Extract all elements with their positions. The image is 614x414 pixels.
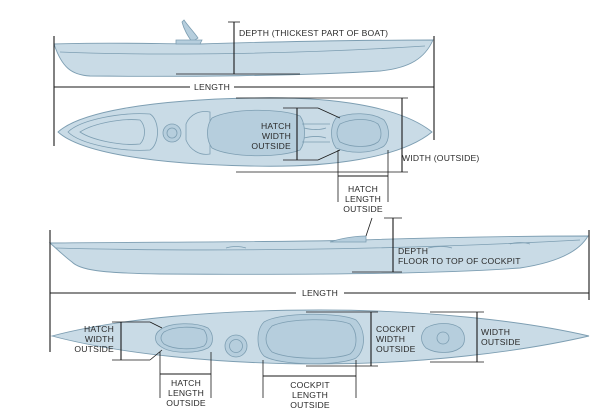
kayak2-cockpit-width-label-1: COCKPIT	[376, 324, 416, 334]
kayak2-length-label: LENGTH	[302, 288, 338, 298]
kayak1-depth-dimension	[176, 21, 300, 75]
kayak1-width-dimension	[236, 97, 408, 173]
kayak1-hatch-length-label-2: LENGTH	[345, 194, 381, 204]
kayak1-hatch-length-label-1: HATCH	[348, 184, 378, 194]
kayak2-top-view	[50, 309, 590, 365]
kayak2-depth-label-2: FLOOR TO TOP OF COCKPIT	[398, 256, 521, 266]
kayak1-hatch-length-label-3: OUTSIDE	[343, 204, 383, 214]
kayak2-hatch-length-dimension	[159, 352, 212, 398]
kayak1-depth-label: DEPTH (THICKEST PART OF BOAT)	[239, 28, 388, 38]
kayak1-width-label: WIDTH (OUTSIDE)	[402, 153, 479, 163]
kayak1-length-dimension	[53, 36, 435, 146]
kayak2-hatch-width-label-2: WIDTH	[85, 334, 114, 344]
kayak2-cockpit-length-label-3: OUTSIDE	[290, 400, 330, 410]
kayak2-depth-dimension	[352, 217, 402, 273]
kayak1-hatch-width-dimension	[283, 107, 341, 161]
kayak2-cockpit-length-label-2: LENGTH	[292, 390, 328, 400]
kayak2-hatch-length-label-3: OUTSIDE	[166, 398, 206, 408]
kayak1-top-view	[57, 97, 433, 167]
kayak2-cockpit-width-dimension	[306, 311, 378, 367]
kayak2-hatch-length-label-2: LENGTH	[168, 388, 204, 398]
kayak2-width-dimension	[430, 311, 484, 363]
kayak1-hatch-width-label-3: OUTSIDE	[251, 141, 291, 151]
kayak2-hatch-length-label-1: HATCH	[171, 378, 201, 388]
kayak2-width-label-2: OUTSIDE	[481, 337, 521, 347]
kayak2-cockpit-width-label-2: WIDTH	[376, 334, 405, 344]
kayak1-side-view	[53, 19, 434, 77]
kayak2-width-label-1: WIDTH	[481, 327, 510, 337]
kayak2-hatch-width-label-3: OUTSIDE	[74, 344, 114, 354]
kayak1-length-label: LENGTH	[194, 82, 230, 92]
kayak2-depth-label-1: DEPTH	[398, 246, 428, 256]
kayak1-hatch-width-label-2: WIDTH	[262, 131, 291, 141]
kayak2-hatch-width-label-1: HATCH	[84, 324, 114, 334]
kayak2-cockpit-length-label-1: COCKPIT	[290, 380, 330, 390]
kayak2-cockpit-width-label-3: OUTSIDE	[376, 344, 416, 354]
kayak1-hatch-length-dimension	[337, 150, 389, 202]
kayak2-hatch-width-dimension	[112, 321, 163, 361]
kayak2-cockpit-length-dimension	[262, 360, 357, 398]
kayak2-side-view	[48, 235, 589, 275]
kayak1-hatch-width-label-1: HATCH	[261, 121, 291, 131]
